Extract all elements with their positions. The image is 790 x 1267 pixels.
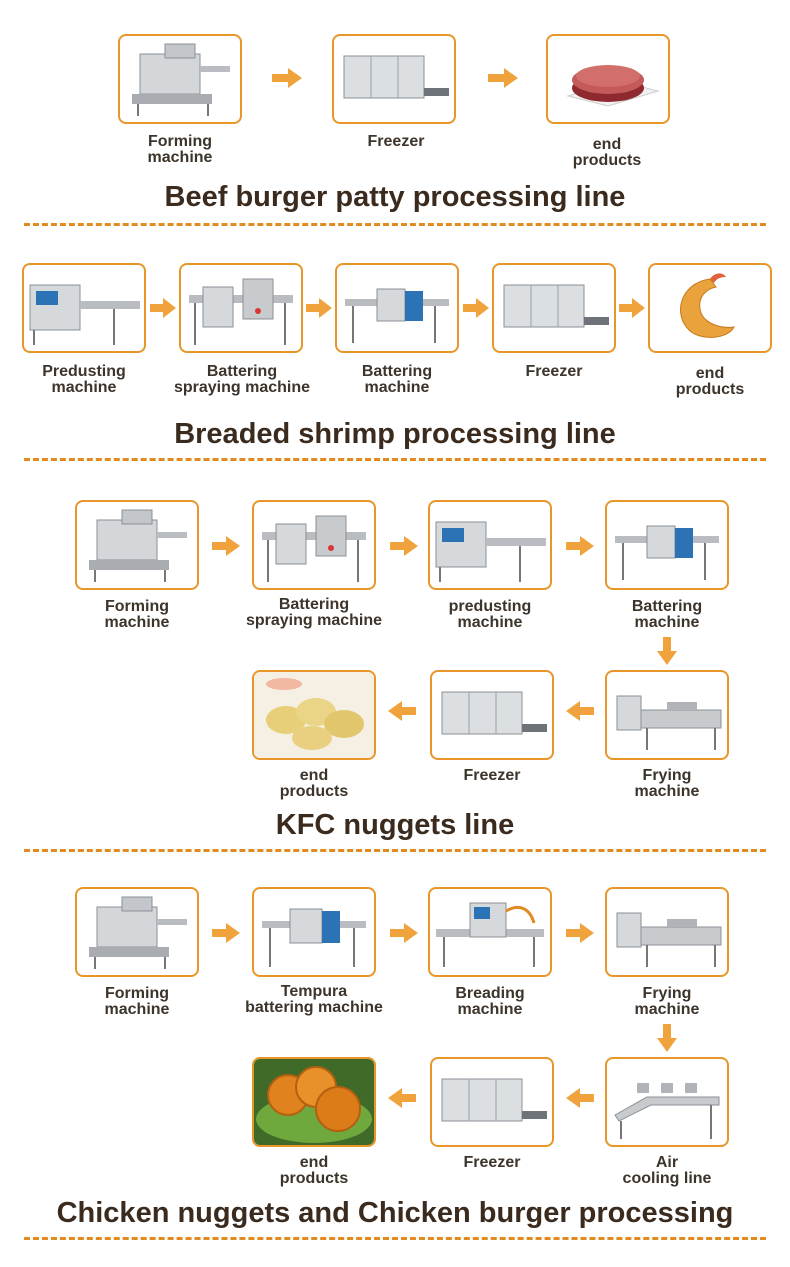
left-arrow-icon [566, 701, 594, 721]
step-label-freezer: Freezer [463, 767, 521, 784]
step-box-battering-spraying-machine [179, 263, 303, 353]
step-label-end-products: end products [572, 136, 642, 169]
step-label-forming-machine: Forming machine [104, 985, 170, 1018]
freezer-image [343, 55, 449, 99]
step-label-tempura-battering-machine: Tempura battering machine [245, 983, 383, 1016]
section-divider [24, 458, 766, 461]
right-arrow-icon [212, 923, 240, 943]
step-label-freezer: Freezer [367, 133, 425, 150]
step-box-end-products [546, 34, 670, 124]
step-box-end-products [252, 1057, 376, 1147]
step-box-forming-machine [75, 887, 199, 977]
burger-patty-image [566, 65, 660, 107]
step-box-frying-machine [605, 887, 729, 977]
step-box-tempura-battering-machine [252, 887, 376, 977]
step-label-freezer: Freezer [525, 363, 583, 380]
freezer-image [441, 691, 547, 735]
predusting-machine-image [435, 521, 546, 582]
step-box-battering-machine [605, 500, 729, 590]
step-box-freezer [332, 34, 456, 124]
right-arrow-icon [488, 68, 518, 88]
breading-machine-image [436, 902, 544, 967]
left-arrow-icon [388, 1088, 416, 1108]
section-title: Beef burger patty processing line [164, 181, 626, 213]
step-box-battering-spraying-machine [252, 500, 376, 590]
right-arrow-icon [212, 536, 240, 556]
step-box-predusting-machine [428, 500, 552, 590]
section-title: Chicken nuggets and Chicken burger proce… [56, 1197, 734, 1229]
step-label-battering-machine: Battering machine [361, 363, 433, 396]
step-label-air-cooling-line: Air cooling line [622, 1154, 712, 1187]
battering-machine-image [615, 525, 719, 580]
right-arrow-icon [463, 298, 489, 318]
battering-spraying-machine-image [262, 515, 366, 582]
step-label-breading-machine: Breading machine [455, 985, 525, 1018]
down-arrow-icon [657, 637, 677, 665]
step-label-frying-machine: Frying machine [634, 985, 700, 1018]
forming-machine-image [132, 43, 230, 116]
step-label-battering-spraying-machine: Battering spraying machine [173, 363, 311, 396]
step-label-forming-machine: Forming machine [104, 598, 170, 631]
step-box-freezer [430, 1057, 554, 1147]
step-box-end-products [252, 670, 376, 760]
right-arrow-icon [390, 923, 418, 943]
breaded-shrimp-image [680, 273, 735, 338]
forming-machine-image [89, 896, 187, 969]
right-arrow-icon [272, 68, 302, 88]
step-label-predusting-machine: Predusting machine [42, 363, 126, 396]
forming-machine-image [89, 509, 187, 582]
step-box-predusting-machine [22, 263, 146, 353]
tempura-battering-machine-image [262, 908, 366, 967]
right-arrow-icon [390, 536, 418, 556]
right-arrow-icon [566, 536, 594, 556]
predusting-machine-image [29, 284, 140, 345]
step-label-frying-machine: Frying machine [634, 767, 700, 800]
left-arrow-icon [388, 701, 416, 721]
step-box-battering-machine [335, 263, 459, 353]
freezer-image [503, 284, 609, 328]
section-divider [24, 223, 766, 226]
step-label-freezer: Freezer [463, 1154, 521, 1171]
air-cooling-line-image [614, 1083, 720, 1139]
section-divider [24, 1237, 766, 1240]
right-arrow-icon [306, 298, 332, 318]
step-box-freezer [430, 670, 554, 760]
step-label-battering-spraying-machine: Battering spraying machine [245, 596, 383, 629]
freezer-image [441, 1078, 547, 1122]
left-arrow-icon [566, 1088, 594, 1108]
step-box-end-products [648, 263, 772, 353]
step-label-end-products: end products [279, 1154, 349, 1187]
battering-machine-image [345, 288, 449, 343]
step-label-predusting-machine: predusting machine [448, 598, 532, 631]
step-label-forming-machine: Forming machine [147, 133, 213, 166]
frying-machine-image [616, 695, 722, 750]
section-title: Breaded shrimp processing line [174, 418, 616, 450]
battering-spraying-machine-image [189, 278, 293, 345]
step-box-forming-machine [118, 34, 242, 124]
step-box-freezer [492, 263, 616, 353]
down-arrow-icon [657, 1024, 677, 1052]
section-divider [24, 849, 766, 852]
frying-machine-image [616, 912, 722, 967]
step-box-forming-machine [75, 500, 199, 590]
step-label-battering-machine: Battering machine [631, 598, 703, 631]
step-box-frying-machine [605, 670, 729, 760]
step-label-end-products: end products [279, 767, 349, 800]
right-arrow-icon [566, 923, 594, 943]
step-box-air-cooling-line [605, 1057, 729, 1147]
step-box-breading-machine [428, 887, 552, 977]
section-title: KFC nuggets line [275, 809, 515, 841]
chicken-burgers-image [254, 1059, 374, 1145]
right-arrow-icon [150, 298, 176, 318]
right-arrow-icon [619, 298, 645, 318]
step-label-end-products: end products [675, 365, 745, 398]
kfc-nuggets-image [254, 672, 374, 758]
